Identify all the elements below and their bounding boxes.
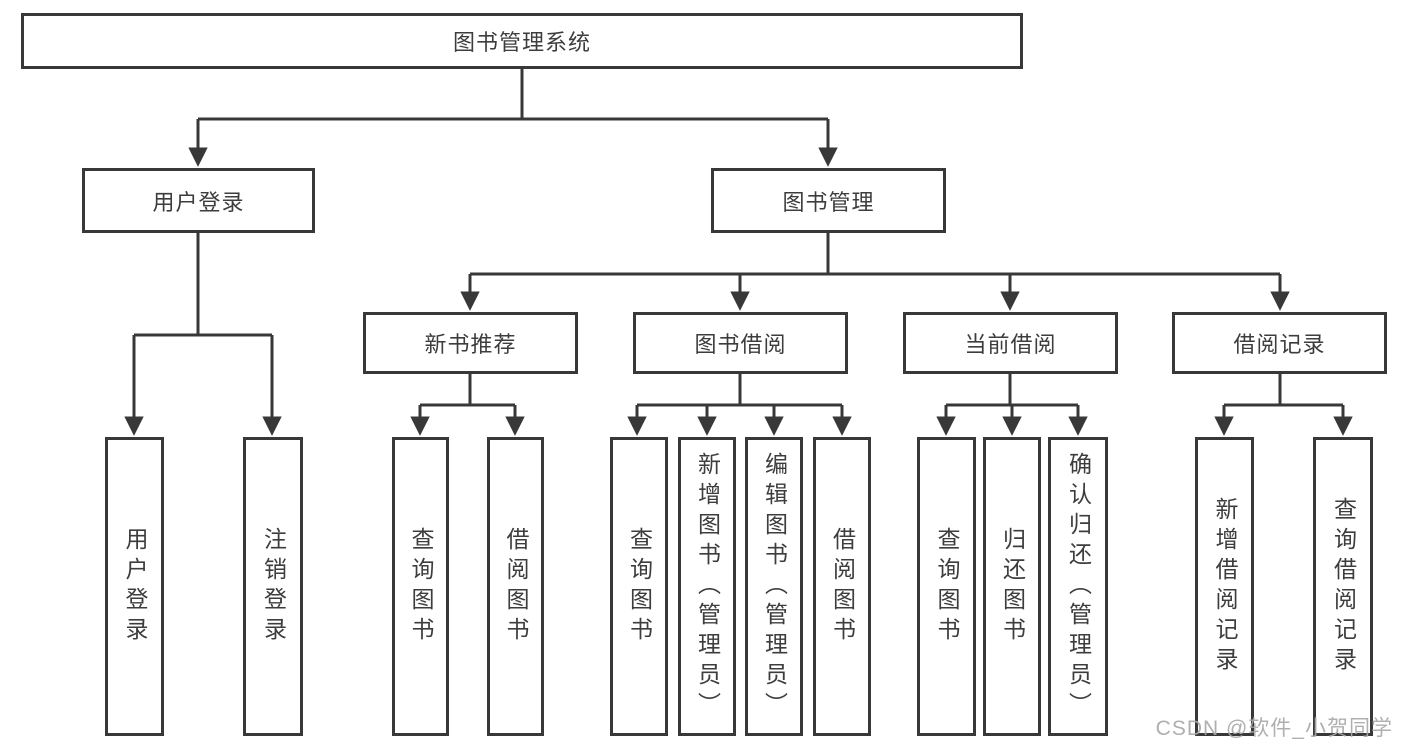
leaf-edit-book-admin: 编辑图书（管理员）	[745, 437, 803, 736]
node-label: 查询图书	[934, 526, 960, 647]
node-label: 借阅记录	[1233, 332, 1326, 357]
leaf-user-login: 用户登录	[105, 437, 164, 736]
leaf-query-book-borrow: 查询图书	[610, 437, 668, 736]
node-label: 用户登录	[122, 526, 148, 647]
leaf-borrow-book: 借阅图书	[813, 437, 871, 736]
leaf-add-book-admin: 新增图书（管理员）	[678, 437, 736, 736]
node-user-login-branch: 用户登录	[82, 168, 315, 233]
node-label: 查询图书	[408, 526, 434, 647]
node-label: 新增借阅记录	[1212, 496, 1238, 677]
leaf-query-borrow-record: 查询借阅记录	[1313, 437, 1373, 736]
node-label: 查询借阅记录	[1330, 496, 1357, 677]
node-label: 图书管理系统	[452, 30, 591, 55]
node-label: 图书管理	[782, 189, 875, 215]
node-borrow-record: 借阅记录	[1172, 312, 1387, 374]
node-label: 用户登录	[152, 189, 245, 215]
node-label: 确认归还（管理员）	[1065, 451, 1092, 722]
csdn-watermark: CSDN @软件_小贺同学	[1155, 717, 1393, 740]
node-label: 归还图书	[999, 526, 1026, 647]
leaf-add-borrow-record: 新增借阅记录	[1195, 437, 1254, 736]
leaf-return-book: 归还图书	[983, 437, 1041, 736]
leaf-logout: 注销登录	[243, 437, 303, 736]
leaf-confirm-return-admin: 确认归还（管理员）	[1048, 437, 1108, 736]
node-label: 查询图书	[626, 526, 653, 647]
node-book-management-branch: 图书管理	[711, 168, 946, 233]
node-library-system-root: 图书管理系统	[21, 13, 1023, 69]
leaf-query-book-recommend: 查询图书	[392, 437, 449, 736]
node-label: 注销登录	[260, 526, 287, 647]
node-current-borrow: 当前借阅	[903, 312, 1118, 374]
node-label: 借阅图书	[503, 526, 529, 647]
node-label: 图书借阅	[694, 332, 787, 357]
node-label: 新增图书（管理员）	[694, 451, 721, 722]
node-label: 新书推荐	[424, 332, 517, 357]
node-label: 当前借阅	[964, 332, 1057, 357]
leaf-query-book-current: 查询图书	[917, 437, 976, 736]
node-label: 编辑图书（管理员）	[761, 451, 788, 722]
node-new-book-recommend: 新书推荐	[363, 312, 578, 374]
leaf-borrow-book-recommend: 借阅图书	[487, 437, 544, 736]
node-book-borrow: 图书借阅	[633, 312, 848, 374]
node-label: 借阅图书	[829, 526, 856, 647]
